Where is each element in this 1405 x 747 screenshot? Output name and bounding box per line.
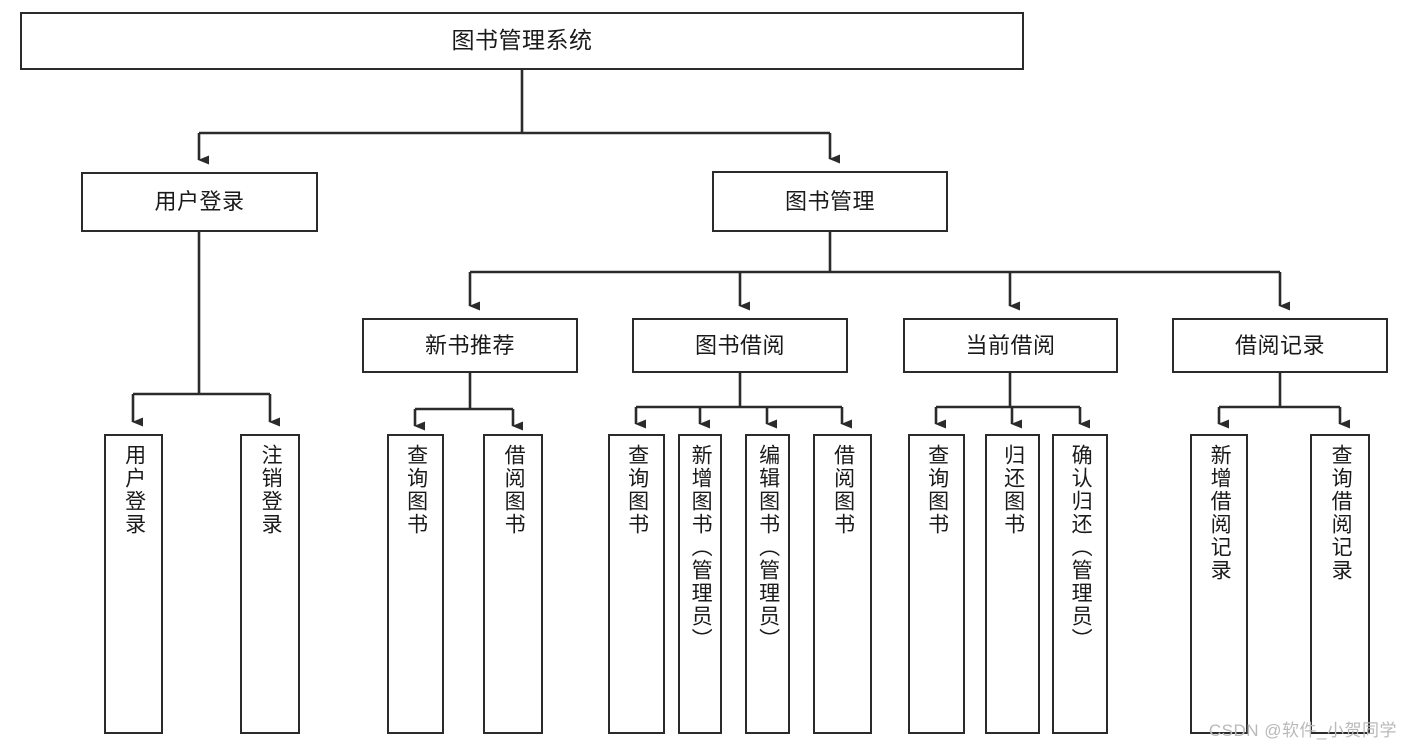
node-label: 当前借阅 [965,332,1056,358]
node-leaf-add-book-admin[interactable]: 新增图书（管理员） [678,434,722,734]
node-label: 查询图书 [625,444,649,536]
node-new-book-recommend[interactable]: 新书推荐 [362,318,578,373]
node-book-management[interactable]: 图书管理 [712,171,948,232]
node-root-book-management-system[interactable]: 图书管理系统 [20,12,1024,70]
node-leaf-add-borrow-record[interactable]: 新增借阅记录 [1190,434,1248,734]
node-user-login[interactable]: 用户登录 [81,172,318,232]
node-label: 注销登录 [259,444,283,536]
node-label: 查询借阅记录 [1329,444,1353,582]
node-label: 图书借阅 [694,332,785,358]
node-label: 查询图书 [925,444,949,536]
node-label: 新增图书（管理员） [689,444,713,651]
node-label: 图书管理系统 [451,27,593,54]
node-leaf-query-book-current[interactable]: 查询图书 [908,434,965,734]
node-label: 新书推荐 [424,332,515,358]
node-label: 借阅图书 [831,444,855,536]
node-borrow-record[interactable]: 借阅记录 [1172,318,1388,373]
node-label: 用户登录 [122,444,146,536]
node-current-borrow[interactable]: 当前借阅 [903,318,1118,373]
node-leaf-logout[interactable]: 注销登录 [240,434,300,734]
node-leaf-user-login[interactable]: 用户登录 [104,434,163,734]
node-leaf-query-book-recommend[interactable]: 查询图书 [387,434,444,734]
node-leaf-borrow-book[interactable]: 借阅图书 [813,434,872,734]
node-leaf-confirm-return-admin[interactable]: 确认归还（管理员） [1052,434,1108,734]
node-label: 编辑图书（管理员） [756,444,780,651]
node-label: 归还图书 [1001,444,1025,536]
node-label: 查询图书 [404,444,428,536]
node-label: 确认归还（管理员） [1069,444,1093,651]
node-leaf-query-book-borrow[interactable]: 查询图书 [608,434,665,734]
watermark: CSDN @软件_小贺同学 [1208,721,1397,740]
node-leaf-edit-book-admin[interactable]: 编辑图书（管理员） [745,434,790,734]
node-label: 借阅图书 [502,444,526,536]
node-label: 借阅记录 [1234,332,1325,358]
node-label: 新增借阅记录 [1208,444,1232,582]
node-leaf-return-book[interactable]: 归还图书 [985,434,1040,734]
node-book-borrow[interactable]: 图书借阅 [632,318,848,373]
node-leaf-borrow-book-recommend[interactable]: 借阅图书 [483,434,543,734]
node-label: 图书管理 [784,188,875,214]
node-leaf-query-borrow-record[interactable]: 查询借阅记录 [1310,434,1370,734]
node-label: 用户登录 [154,189,245,215]
